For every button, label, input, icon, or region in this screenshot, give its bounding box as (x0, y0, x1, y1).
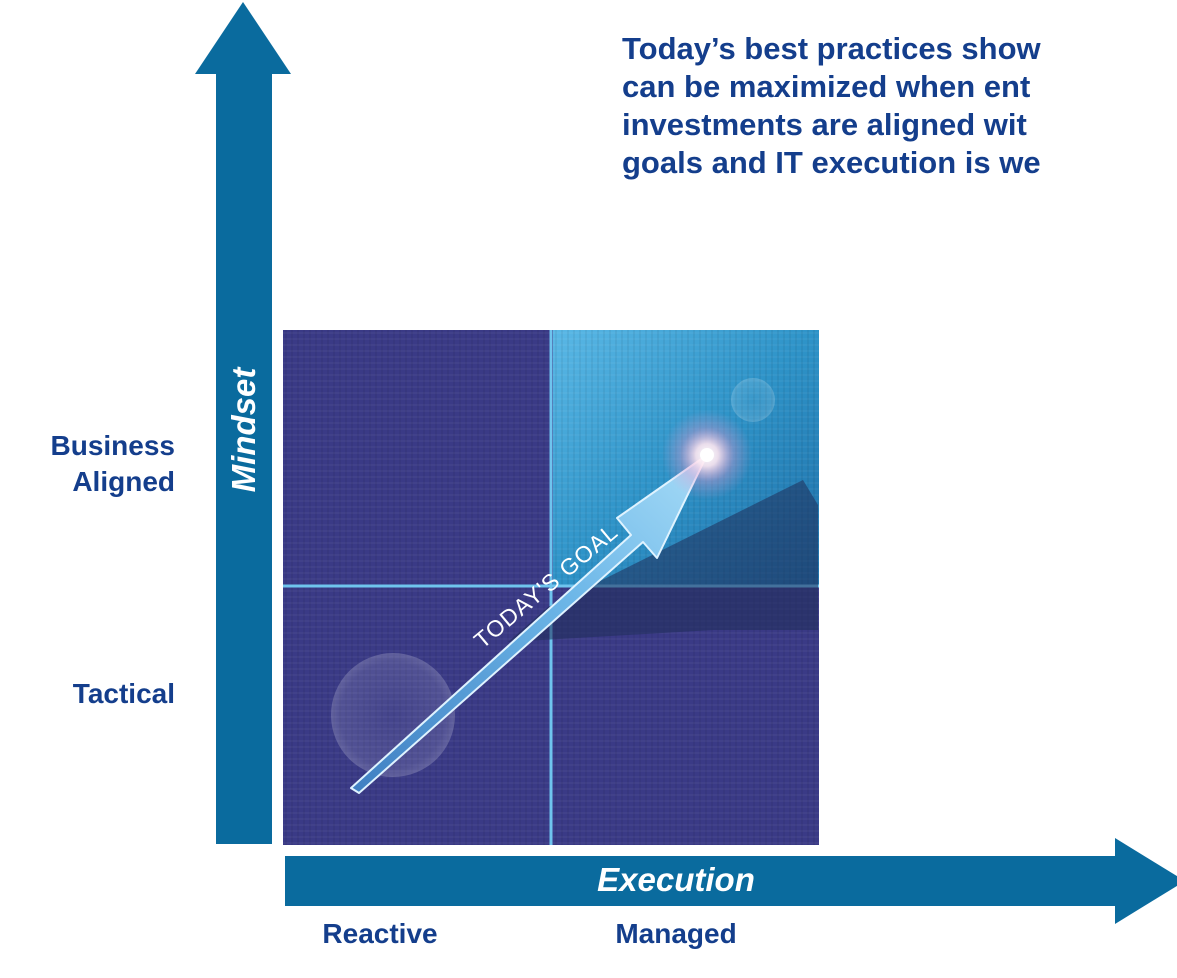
column-label-reactive: Reactive (322, 918, 438, 949)
y-axis-label: Mindset (225, 367, 262, 493)
row-label-tactical: Tactical (72, 678, 175, 709)
x-axis-arrow (285, 856, 1118, 906)
headline-line-3: investments are aligned wit (622, 107, 1027, 142)
headline: Today’s best practices show can be maxim… (622, 30, 1177, 182)
y-axis-arrow (216, 72, 272, 844)
headline-line-2: can be maximized when ent (622, 69, 1031, 104)
column-label-managed: Managed (615, 918, 737, 949)
quadrant-graphic: TODAY'S GOAL (283, 330, 819, 845)
headline-line-4: goals and IT execution is we (622, 145, 1041, 180)
headline-line-1: Today’s best practices show (622, 31, 1041, 66)
x-axis-label: Execution (597, 861, 755, 898)
x-axis-arrowhead (1115, 838, 1177, 924)
row-label-top-line2: Aligned (72, 466, 175, 497)
y-axis-arrowhead (195, 2, 291, 74)
row-label-top-line1: Business (50, 430, 176, 461)
row-label-business-aligned: Business Aligned (51, 428, 176, 500)
quadrant-panel: TODAY'S GOAL (283, 330, 819, 845)
